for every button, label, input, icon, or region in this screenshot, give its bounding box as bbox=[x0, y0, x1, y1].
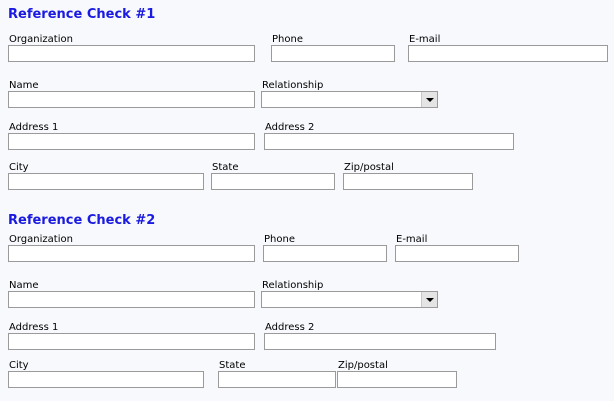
label-address1-2: Address 1 bbox=[9, 322, 59, 333]
section-heading-reference-check-2: Reference Check #2 bbox=[8, 213, 156, 228]
label-relationship-1: Relationship bbox=[262, 80, 324, 91]
label-phone-2: Phone bbox=[264, 234, 295, 245]
label-state-2: State bbox=[219, 360, 246, 371]
label-city-2: City bbox=[9, 360, 29, 371]
label-city-1: City bbox=[9, 162, 29, 173]
label-zip-2: Zip/postal bbox=[338, 360, 388, 371]
label-name-2: Name bbox=[9, 280, 39, 291]
label-address2-1: Address 2 bbox=[265, 122, 315, 133]
input-address2-1[interactable] bbox=[264, 133, 514, 150]
input-phone-2[interactable] bbox=[263, 245, 387, 262]
input-organization-2[interactable] bbox=[8, 245, 255, 262]
label-state-1: State bbox=[212, 162, 239, 173]
label-relationship-2: Relationship bbox=[262, 280, 324, 291]
input-address1-2[interactable] bbox=[8, 333, 255, 350]
input-zip-2[interactable] bbox=[337, 371, 457, 388]
select-relationship-1-value bbox=[262, 92, 421, 107]
input-state-1[interactable] bbox=[211, 173, 335, 190]
label-organization-1: Organization bbox=[9, 34, 73, 45]
chevron-down-icon[interactable] bbox=[421, 92, 437, 107]
input-email-1[interactable] bbox=[408, 45, 608, 62]
input-zip-1[interactable] bbox=[343, 173, 473, 190]
input-city-2[interactable] bbox=[8, 371, 204, 388]
label-email-2: E-mail bbox=[396, 234, 428, 245]
label-phone-1: Phone bbox=[272, 34, 303, 45]
select-relationship-2-value bbox=[262, 292, 421, 307]
input-city-1[interactable] bbox=[8, 173, 204, 190]
input-address1-1[interactable] bbox=[8, 133, 255, 150]
select-relationship-2[interactable] bbox=[261, 291, 438, 308]
label-organization-2: Organization bbox=[9, 234, 73, 245]
input-email-2[interactable] bbox=[395, 245, 519, 262]
label-address1-1: Address 1 bbox=[9, 122, 59, 133]
input-name-2[interactable] bbox=[8, 291, 255, 308]
input-state-2[interactable] bbox=[218, 371, 336, 388]
section-heading-reference-check-1: Reference Check #1 bbox=[8, 7, 156, 22]
label-name-1: Name bbox=[9, 80, 39, 91]
label-zip-1: Zip/postal bbox=[344, 162, 394, 173]
input-organization-1[interactable] bbox=[8, 45, 255, 62]
input-phone-1[interactable] bbox=[271, 45, 395, 62]
label-address2-2: Address 2 bbox=[265, 322, 315, 333]
select-relationship-1[interactable] bbox=[261, 91, 438, 108]
input-address2-2[interactable] bbox=[264, 333, 496, 350]
input-name-1[interactable] bbox=[8, 91, 255, 108]
label-email-1: E-mail bbox=[409, 34, 441, 45]
chevron-down-icon[interactable] bbox=[421, 292, 437, 307]
